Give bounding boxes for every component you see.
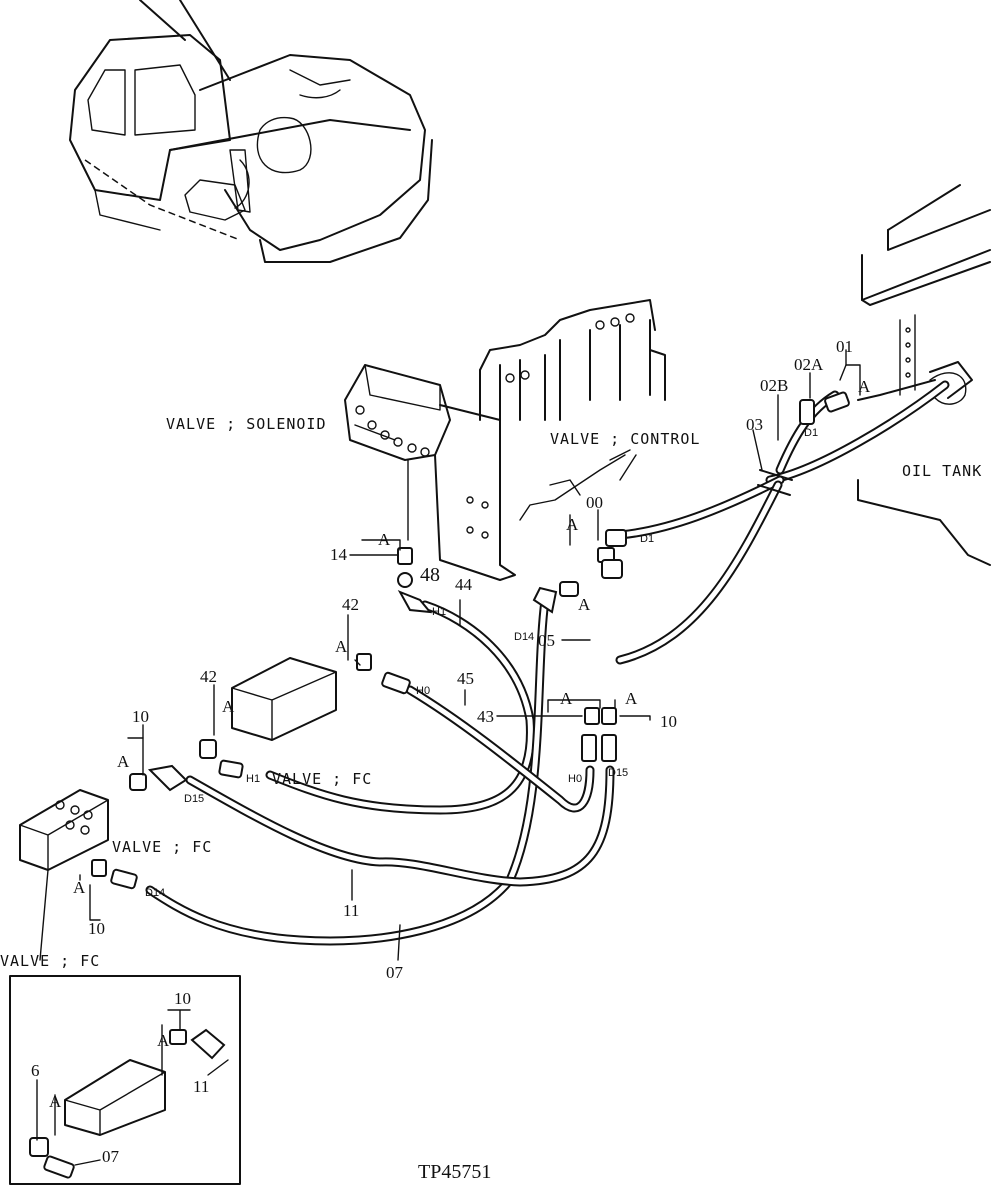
part-number-00: 00 (586, 493, 603, 512)
solenoid-valve-illustration (344, 364, 516, 581)
hose-lines (145, 380, 950, 946)
callout-letter-a: A (378, 530, 391, 549)
inset-part-number-11: 11 (193, 1077, 209, 1096)
part-number-07: 07 (386, 963, 404, 982)
callout-letter-a: A (858, 377, 871, 396)
inset-part-number-10: 10 (174, 989, 191, 1008)
part-number-42-left: 42 (200, 667, 217, 686)
callout-letter-a: A (625, 689, 638, 708)
valve-fc-label-middle: VALVE ; FC (272, 770, 372, 788)
part-number-14: 14 (330, 545, 348, 564)
part-number-01: 01 (836, 337, 853, 356)
oil-tank-label: OIL TANK (902, 462, 982, 480)
part-number-03: 03 (746, 415, 763, 434)
callout-letter-a: A (222, 697, 235, 716)
callout-letter-a: A (578, 595, 591, 614)
excavator-overview-illustration (69, 0, 433, 263)
inset-part-number-6: 6 (31, 1061, 40, 1080)
callout-letter-a: A (335, 637, 348, 656)
fc-valve-block-left (19, 789, 109, 961)
part-number-02a: 02A (794, 355, 824, 374)
port-mark-d15: D15 (608, 767, 628, 779)
port-mark-h1: H1 (432, 606, 446, 618)
callout-letter-a: A (73, 878, 86, 897)
part-number-44: 44 (455, 575, 473, 594)
part-number-45: 45 (457, 669, 474, 688)
callout-letter-a: A (117, 752, 130, 771)
callout-letter-a: A (560, 689, 573, 708)
figure-id: TP45751 (418, 1161, 491, 1183)
port-mark-d14: D14 (145, 887, 165, 899)
port-mark-h1: H1 (246, 773, 260, 785)
detail-inset (9, 975, 241, 1185)
port-mark-h0: H0 (568, 773, 582, 785)
part-number-10-right: 10 (660, 712, 677, 731)
valve-fc-label-left: VALVE ; FC (112, 838, 212, 856)
callout-letter-a: A (566, 515, 579, 534)
port-mark-d1: D1 (804, 427, 818, 439)
callout-letter-a: A (157, 1031, 170, 1050)
part-number-05: 05 (538, 631, 555, 650)
callout-letter-a: A (49, 1092, 62, 1111)
control-valve-illustration (479, 299, 666, 521)
port-mark-d15: D15 (184, 793, 204, 805)
part-number-11: 11 (343, 901, 359, 920)
part-number-43: 43 (477, 707, 494, 726)
part-number-02b: 02B (760, 376, 788, 395)
inset-part-number-07: 07 (102, 1147, 120, 1166)
fittings (91, 391, 850, 890)
leader-lines (79, 349, 861, 961)
port-mark-d14: D14 (514, 631, 534, 643)
oil-tank-illustration (857, 184, 991, 566)
part-number-10-bottom-left: 10 (88, 919, 105, 938)
part-number-48: 48 (420, 564, 440, 586)
valve-fc-label-bottom: VALVE ; FC (0, 952, 100, 970)
valve-control-label: VALVE ; CONTROL (550, 430, 700, 448)
valve-solenoid-label: VALVE ; SOLENOID (166, 415, 327, 433)
port-mark-h0: H0 (416, 685, 430, 697)
part-number-42-top: 42 (342, 595, 359, 614)
part-number-10-top-left: 10 (132, 707, 149, 726)
port-mark-d1: D1 (640, 533, 654, 545)
fc-valve-box-middle (231, 657, 337, 741)
